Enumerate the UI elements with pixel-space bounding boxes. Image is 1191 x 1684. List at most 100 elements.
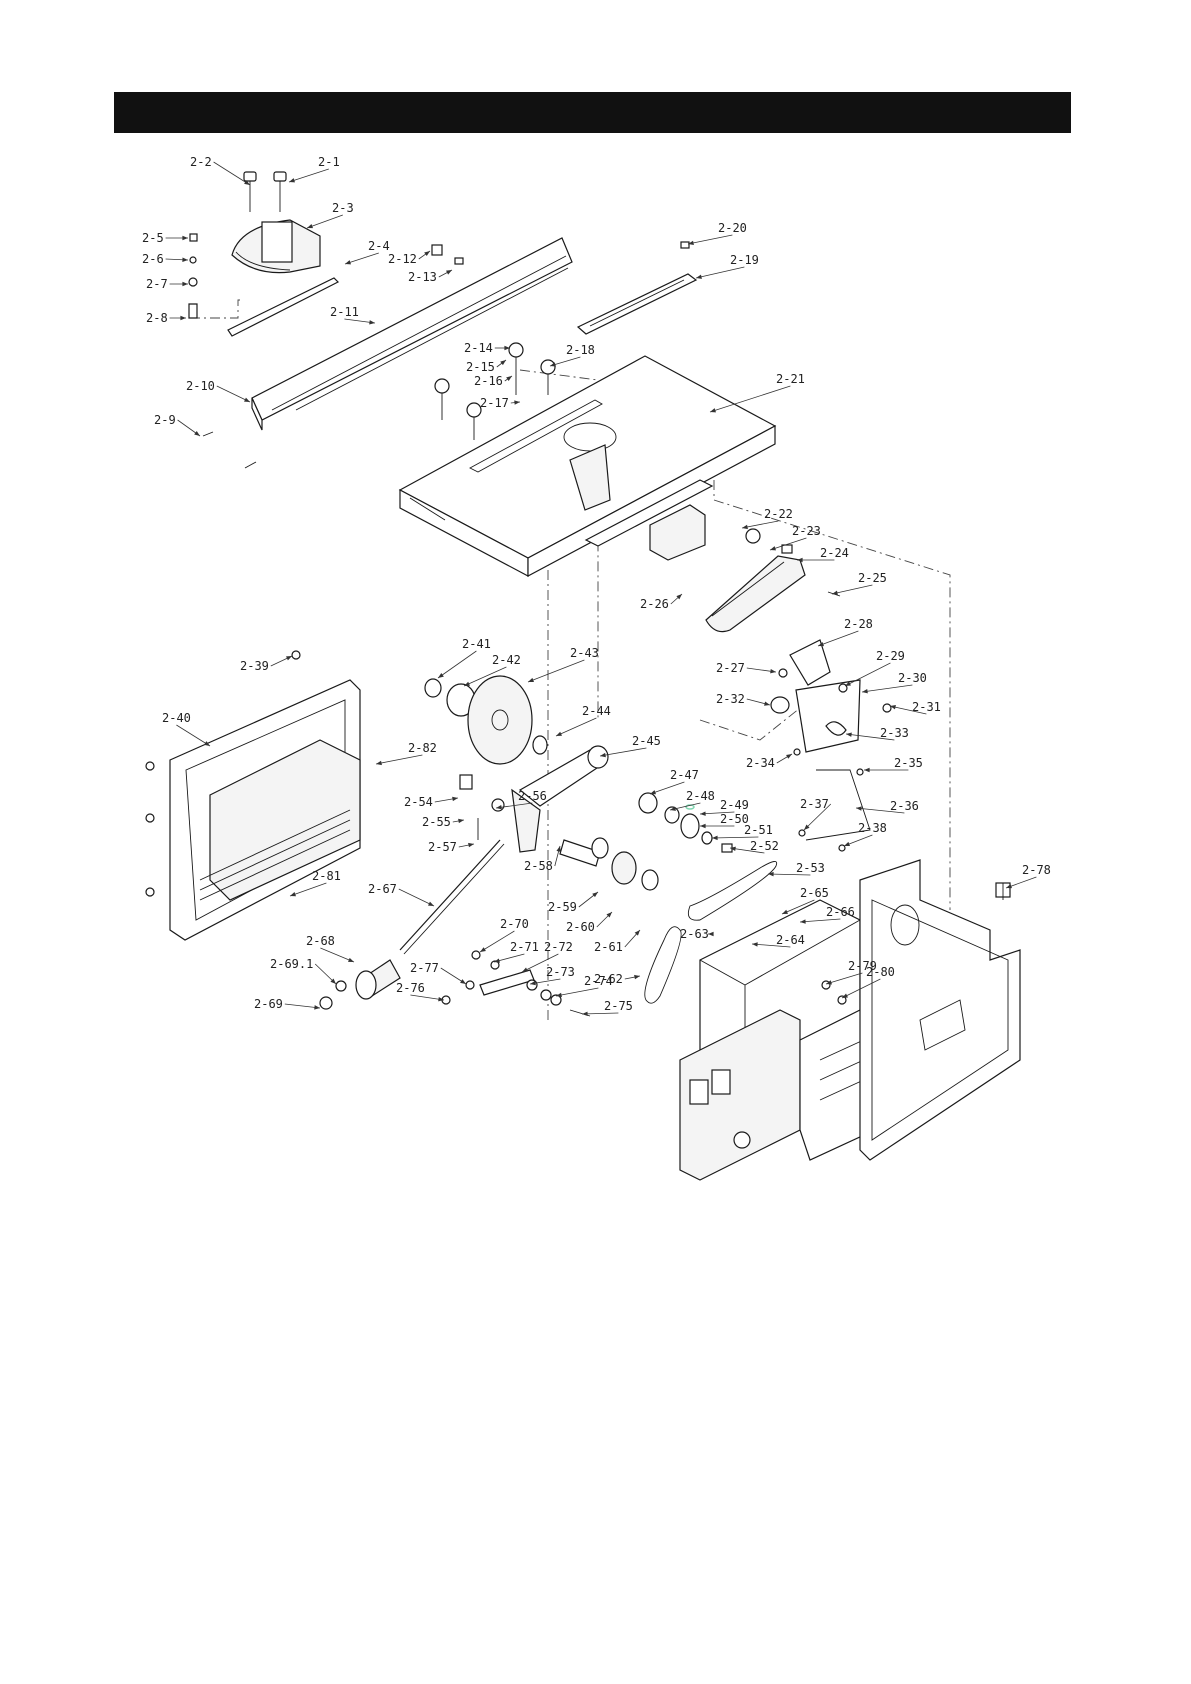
callout-2-3: 2-3 [306, 201, 354, 229]
callout-leader [729, 847, 765, 854]
title-bar [114, 92, 1071, 133]
callout-arrowhead [522, 967, 528, 972]
callout-2-37: 2-37 [800, 797, 832, 831]
callout-label: 2-31 [912, 700, 941, 714]
callout-label: 2-47 [670, 768, 699, 782]
callout-2-39: 2-39 [240, 655, 293, 673]
callout-arrowhead [180, 315, 186, 321]
callout-2-62: 2-62 [594, 972, 641, 986]
callout-label: 2-32 [716, 692, 745, 706]
callout-leader [479, 930, 515, 953]
callout-arrowhead [844, 841, 850, 847]
callout-arrowhead [369, 320, 375, 325]
callout-label: 2-44 [582, 704, 611, 718]
callout-label: 2-80 [866, 965, 895, 979]
callout-2-36: 2-36 [855, 799, 919, 814]
callout-2-24: 2-24 [797, 546, 849, 563]
callout-arrowhead [290, 892, 296, 897]
extension-rail [202, 237, 573, 469]
callout-label: 2-68 [306, 934, 335, 948]
callout-2-40: 2-40 [162, 711, 211, 747]
callout-2-35: 2-35 [864, 756, 923, 773]
callout-leader [410, 994, 445, 1001]
callout-label: 2-34 [746, 756, 775, 770]
blade-and-arbor [424, 675, 733, 891]
callout-label: 2-22 [764, 507, 793, 521]
callout-2-51: 2-51 [711, 823, 773, 841]
callout-arrowhead [182, 257, 188, 262]
callout-2-69: 2-69 [254, 997, 321, 1011]
callout-2-20: 2-20 [687, 221, 747, 246]
callout-leader [695, 266, 745, 279]
callout-leader [599, 747, 647, 757]
callout-arrowhead [676, 594, 682, 600]
callout-arrowhead [730, 846, 736, 851]
callout-2-43: 2-43 [527, 646, 599, 683]
callout-2-54: 2-54 [404, 795, 459, 809]
callout-2-42: 2-42 [463, 653, 521, 687]
callout-arrowhead [182, 281, 188, 287]
callout-2-45: 2-45 [599, 734, 661, 758]
callout-2-59: 2-59 [548, 891, 599, 914]
callout-arrowhead [514, 400, 520, 405]
callout-arrowhead [800, 919, 806, 924]
callout-label: 2-11 [330, 305, 359, 319]
callout-2-9: 2-9 [154, 413, 201, 437]
callout-label: 2-43 [570, 646, 599, 660]
callout-arrowhead [634, 930, 640, 936]
callout-2-38: 2-38 [843, 821, 887, 847]
callout-label: 2-12 [388, 252, 417, 266]
callout-label: 2-50 [720, 812, 749, 826]
callout-leader [521, 953, 559, 973]
callout-arrowhead [592, 892, 598, 898]
callout-label: 2-66 [826, 905, 855, 919]
callout-label: 2-64 [776, 933, 805, 947]
callout-leader [555, 717, 597, 737]
callout-2-2: 2-2 [190, 155, 251, 186]
callout-label: 2-15 [466, 360, 495, 374]
callout-leader [803, 803, 832, 831]
callout-label: 2-59 [548, 900, 577, 914]
callout-label: 2-65 [800, 886, 829, 900]
callout-arrowhead [826, 980, 832, 985]
callout-leader [861, 684, 913, 693]
callout-arrowhead [818, 641, 824, 647]
callout-label: 2-76 [396, 981, 425, 995]
callout-2-32: 2-32 [716, 692, 771, 706]
callout-leader [855, 807, 905, 814]
callout-arrowhead [556, 992, 562, 998]
callout-arrowhead [770, 546, 776, 551]
callout-labels: 2-12-22-32-42-52-62-72-82-92-102-112-122… [142, 155, 1051, 1017]
callout-arrowhead [500, 360, 506, 366]
callout-2-74: 2-74 [555, 974, 613, 998]
callout-label: 2-62 [594, 972, 623, 986]
callout-2-10: 2-10 [186, 379, 251, 403]
callout-leader [284, 1003, 321, 1009]
callout-arrowhead [438, 672, 444, 678]
callout-arrowhead [494, 958, 500, 963]
callout-arrowhead [182, 235, 188, 241]
callout-2-57: 2-57 [428, 840, 475, 854]
callout-2-76: 2-76 [396, 981, 445, 1002]
base-cabinet [145, 650, 361, 941]
callout-2-31: 2-31 [889, 700, 941, 715]
callout-arrowhead [528, 677, 534, 683]
callout-leader [375, 754, 423, 765]
callout-2-71: 2-71 [493, 940, 539, 963]
callout-label: 2-23 [792, 524, 821, 538]
callout-label: 2-37 [800, 797, 829, 811]
callout-arrowhead [797, 557, 803, 563]
callout-label: 2-6 [142, 252, 164, 266]
callout-label: 2-51 [744, 823, 773, 837]
callout-2-58: 2-58 [524, 845, 561, 873]
callout-label: 2-1 [318, 155, 340, 169]
callout-2-78: 2-78 [1005, 863, 1051, 889]
callout-arrowhead [244, 397, 250, 402]
callout-arrowhead [688, 240, 694, 246]
callout-arrowhead [348, 957, 354, 962]
callout-label: 2-42 [492, 653, 521, 667]
callout-2-16: 2-16 [474, 374, 513, 388]
callout-label: 2-18 [566, 343, 595, 357]
callout-label: 2-16 [474, 374, 503, 388]
callout-label: 2-35 [894, 756, 923, 770]
